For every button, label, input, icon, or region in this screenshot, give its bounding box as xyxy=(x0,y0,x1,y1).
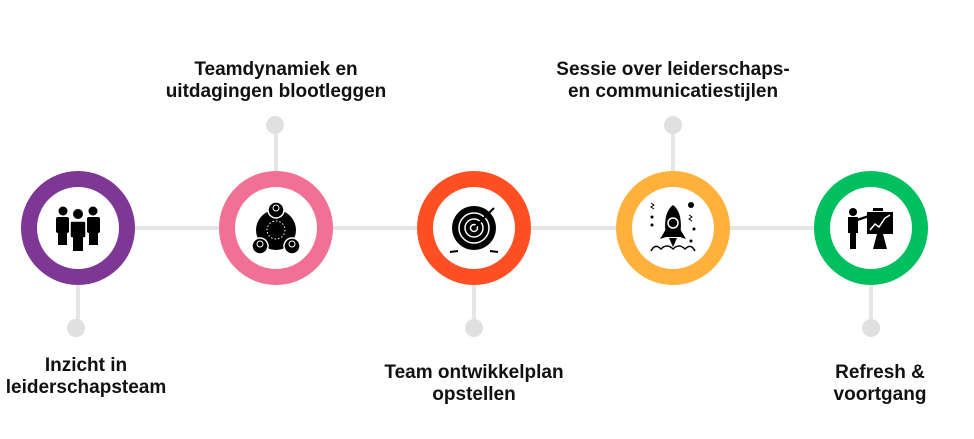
label-line: Refresh & xyxy=(835,362,925,383)
label-line: Inzicht in xyxy=(44,355,128,376)
label-line: uitdagingen blootleggen xyxy=(165,81,387,102)
rocket-launch-icon xyxy=(650,202,696,252)
step-4-circle xyxy=(616,171,730,285)
label-line: en communicatiestijlen xyxy=(567,81,779,102)
label-line: voortgang xyxy=(833,384,927,405)
step-2-label: Teamdynamiek en uitdagingen blootleggen xyxy=(146,59,406,103)
dot-step-1 xyxy=(67,319,85,337)
label-line: Sessie over leiderschaps- xyxy=(556,59,790,80)
group-network-icon xyxy=(251,201,301,255)
label-line: Teamdynamiek en xyxy=(194,59,358,80)
dot-step-4 xyxy=(664,116,682,134)
dot-step-3 xyxy=(465,319,483,337)
label-line: leiderschapsteam xyxy=(5,377,167,398)
label-line: Team ontwikkelplan xyxy=(384,362,564,383)
presentation-chart-icon xyxy=(848,208,893,249)
connector-step-4 xyxy=(671,125,675,175)
connector-step-2 xyxy=(274,125,278,175)
label-line: opstellen xyxy=(432,384,516,405)
dot-step-5 xyxy=(862,319,880,337)
step-4-label: Sessie over leiderschaps- en communicati… xyxy=(543,59,803,103)
connector-step-1 xyxy=(76,280,80,328)
step-5-label: Refresh & voortgang xyxy=(750,362,974,406)
step-1-label: Inzicht in leiderschapsteam xyxy=(0,355,216,399)
target-dartboard-icon xyxy=(449,206,499,253)
step-5-circle xyxy=(814,171,928,285)
dot-step-2 xyxy=(266,116,284,134)
step-2-circle xyxy=(219,171,333,285)
step-3-circle xyxy=(417,171,531,285)
connector-step-5 xyxy=(869,280,873,328)
connector-step-3 xyxy=(472,280,476,328)
step-1-circle xyxy=(21,171,135,285)
step-3-label: Team ontwikkelplan opstellen xyxy=(344,362,604,406)
team-people-icon xyxy=(56,206,100,251)
